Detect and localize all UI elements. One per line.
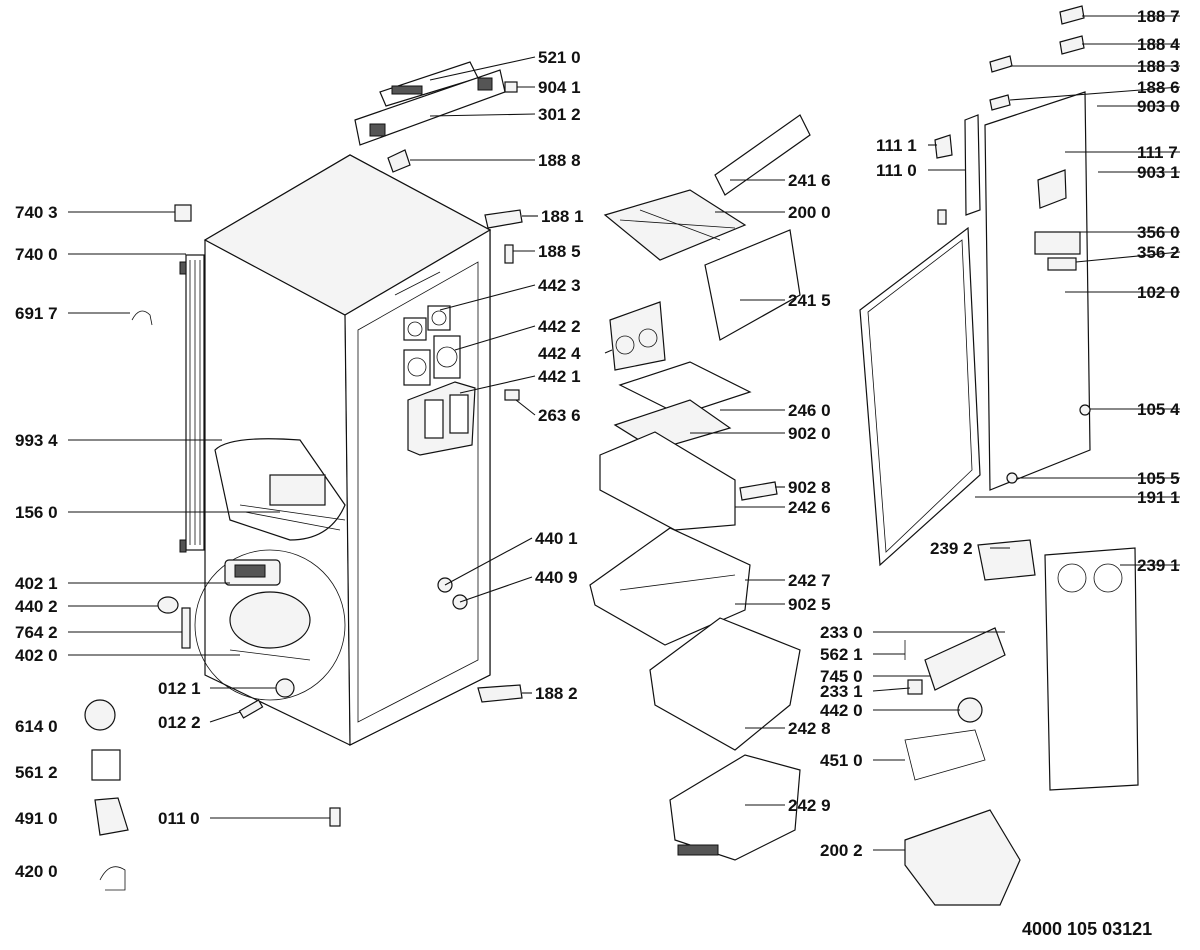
label-442-4: 442 4 <box>538 344 581 363</box>
label-614-0: 614 0 <box>15 717 58 736</box>
drawing-number: 4000 105 03121 <box>1022 919 1152 939</box>
label-188-7: 188 7 <box>1137 7 1180 26</box>
label-011-0: 011 0 <box>158 809 200 828</box>
leader-lines <box>68 15 1181 851</box>
label-562-1: 562 1 <box>820 645 863 664</box>
label-301-2: 301 2 <box>538 105 581 124</box>
label-440-9: 440 9 <box>535 568 578 587</box>
small-parts-left <box>84 596 191 891</box>
label-111-7: 111 7 <box>1137 143 1178 162</box>
label-902-5: 902 5 <box>788 595 831 614</box>
label-442-3: 442 3 <box>538 276 581 295</box>
label-903-1: 903 1 <box>1137 163 1180 182</box>
label-561-2: 561 2 <box>15 763 58 782</box>
label-241-5: 241 5 <box>788 291 831 310</box>
label-903-0: 903 0 <box>1137 97 1180 116</box>
labels-center: 521 0 904 1 301 2 188 8 188 1 188 5 442 … <box>158 48 973 860</box>
label-442-1: 442 1 <box>538 367 581 386</box>
compressor-detail <box>194 549 346 701</box>
label-188-5: 188 5 <box>538 242 581 261</box>
label-442-0: 442 0 <box>820 701 863 720</box>
label-241-6: 241 6 <box>788 171 831 190</box>
label-440-1: 440 1 <box>535 529 578 548</box>
label-242-7: 242 7 <box>788 571 831 590</box>
label-764-2: 764 2 <box>15 623 58 642</box>
top-cover-parts <box>131 61 523 827</box>
label-233-0: 233 0 <box>820 623 863 642</box>
label-402-1: 402 1 <box>15 574 58 593</box>
label-105-4: 105 4 <box>1137 400 1180 419</box>
labels-left: 740 3 740 0 691 7 993 4 156 0 402 1 440 … <box>15 203 58 881</box>
label-111-1: 111 1 <box>876 136 917 155</box>
label-200-2: 200 2 <box>820 841 863 860</box>
label-442-2: 442 2 <box>538 317 581 336</box>
label-188-8: 188 8 <box>538 151 581 170</box>
labels-right: 188 7 188 4 188 3 188 6 903 0 111 7 903 … <box>1137 7 1180 575</box>
label-491-0: 491 0 <box>15 809 58 828</box>
door-panel <box>984 5 1139 791</box>
label-188-2: 188 2 <box>535 684 578 703</box>
label-012-1: 012 1 <box>158 679 201 698</box>
label-188-1: 188 1 <box>541 207 584 226</box>
label-188-6: 188 6 <box>1137 78 1180 97</box>
label-440-2: 440 2 <box>15 597 58 616</box>
label-012-2: 012 2 <box>158 713 201 732</box>
label-902-0: 902 0 <box>788 424 831 443</box>
label-263-6: 263 6 <box>538 406 581 425</box>
label-156-0: 156 0 <box>15 503 58 522</box>
label-191-1: 191 1 <box>1137 488 1180 507</box>
label-740-3: 740 3 <box>15 203 58 222</box>
label-993-4: 993 4 <box>15 431 58 450</box>
label-356-0: 356 0 <box>1137 223 1180 242</box>
shelves-and-drawers <box>589 114 811 861</box>
condenser-grid <box>179 254 205 553</box>
label-105-5: 105 5 <box>1137 469 1180 488</box>
label-239-1: 239 1 <box>1137 556 1180 575</box>
label-356-2: 356 2 <box>1137 243 1180 262</box>
fan-modules <box>403 305 476 456</box>
label-246-0: 246 0 <box>788 401 831 420</box>
label-521-0: 521 0 <box>538 48 581 67</box>
label-111-0: 111 0 <box>876 161 917 180</box>
label-904-1: 904 1 <box>538 78 581 97</box>
door-gasket-and-parts <box>859 114 1036 906</box>
label-402-0: 402 0 <box>15 646 58 665</box>
label-691-7: 691 7 <box>15 304 58 323</box>
label-745-0: 745 0 <box>820 667 863 686</box>
label-242-9: 242 9 <box>788 796 831 815</box>
label-188-3: 188 3 <box>1137 57 1180 76</box>
label-242-6: 242 6 <box>788 498 831 517</box>
label-451-0: 451 0 <box>820 751 863 770</box>
label-420-0: 420 0 <box>15 862 58 881</box>
label-239-2: 239 2 <box>930 539 973 558</box>
drip-tray <box>214 438 346 541</box>
label-233-1: 233 1 <box>820 682 863 701</box>
label-902-8: 902 8 <box>788 478 831 497</box>
label-242-8: 242 8 <box>788 719 831 738</box>
label-200-0: 200 0 <box>788 203 831 222</box>
label-102-0: 102 0 <box>1137 283 1180 302</box>
label-188-4: 188 4 <box>1137 35 1180 54</box>
label-740-0: 740 0 <box>15 245 58 264</box>
